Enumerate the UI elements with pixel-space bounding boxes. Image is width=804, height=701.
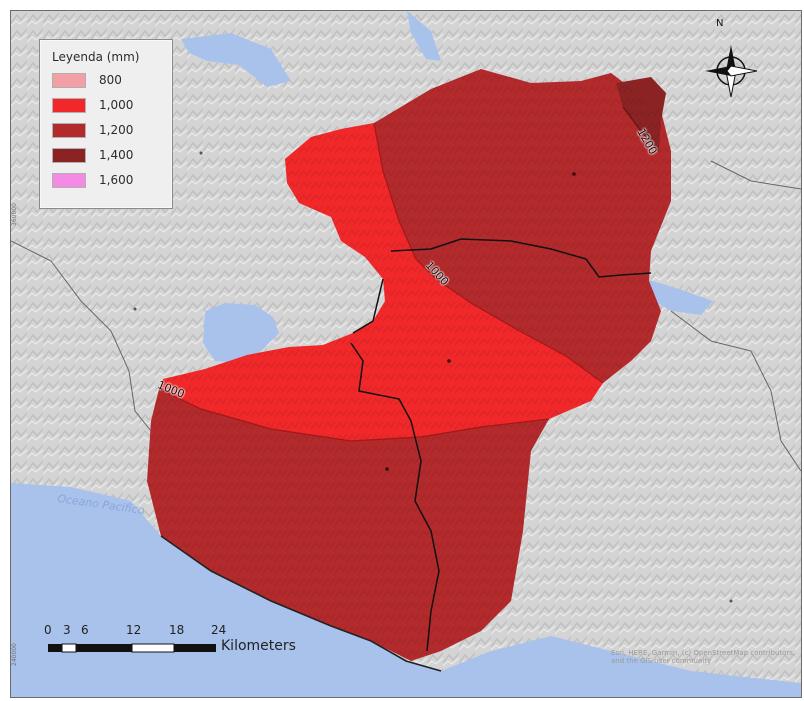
legend: Leyenda (mm) 800 1,000 1,200 1,400 1,600 bbox=[39, 39, 173, 209]
city-point bbox=[729, 599, 733, 603]
rainfall-map[interactable] bbox=[11, 11, 801, 697]
north-arrow bbox=[705, 45, 758, 98]
scale-tick-label: 3 bbox=[63, 623, 71, 637]
map-credits: Esri, HERE, Garmin, (c) OpenStreetMap co… bbox=[611, 649, 796, 665]
lake-east bbox=[646, 279, 713, 315]
coast-line bbox=[160, 535, 442, 672]
legend-item-1600: 1,600 bbox=[52, 173, 167, 189]
city-point bbox=[199, 151, 203, 155]
boundary-east bbox=[390, 238, 652, 278]
contour-1200 bbox=[622, 106, 660, 152]
legend-swatch bbox=[52, 173, 86, 188]
city-point bbox=[447, 359, 451, 363]
legend-label: 800 bbox=[99, 73, 122, 87]
river-northeast bbox=[407, 11, 441, 61]
scale-bar bbox=[48, 643, 216, 653]
city-point bbox=[572, 172, 576, 176]
boundary-grey-1 bbox=[11, 240, 152, 432]
boundary-west bbox=[352, 278, 384, 334]
boundary-central bbox=[350, 342, 440, 652]
legend-item-1200: 1,200 bbox=[52, 123, 167, 139]
legend-swatch bbox=[52, 123, 86, 138]
legend-label: 1,400 bbox=[99, 148, 134, 162]
city-point bbox=[385, 467, 389, 471]
legend-swatch bbox=[52, 98, 86, 113]
legend-label: 1,600 bbox=[99, 173, 134, 187]
legend-title: Leyenda (mm) bbox=[52, 50, 140, 64]
scale-tick-label: 0 bbox=[44, 623, 52, 637]
legend-label: 1,200 bbox=[99, 123, 134, 137]
legend-item-1000: 1,000 bbox=[52, 98, 167, 114]
legend-label: 1,000 bbox=[99, 98, 134, 112]
zone-texture bbox=[147, 69, 671, 661]
city-point bbox=[133, 307, 137, 311]
map-frame: Leyenda (mm) 800 1,000 1,200 1,400 1,600… bbox=[10, 10, 802, 698]
scale-tick-label: 18 bbox=[169, 623, 185, 637]
contour-1000-lower bbox=[158, 388, 550, 442]
legend-item-1400: 1,400 bbox=[52, 148, 167, 164]
legend-item-800: 800 bbox=[52, 73, 167, 89]
lake-west bbox=[203, 303, 279, 363]
lake-north bbox=[181, 33, 291, 87]
scale-unit: Kilometers bbox=[221, 638, 296, 654]
scale-tick-label: 24 bbox=[211, 623, 227, 637]
legend-swatch bbox=[52, 148, 86, 163]
legend-swatch bbox=[52, 73, 86, 88]
pacific-ocean bbox=[11, 483, 801, 697]
axis-label-top: 360000 bbox=[11, 203, 18, 226]
boundary-grey-2 bbox=[670, 310, 801, 472]
north-label: N bbox=[716, 18, 724, 29]
axis-label-bottom: 240000 bbox=[11, 643, 18, 666]
scale-tick-label: 12 bbox=[126, 623, 142, 637]
scale-tick-label: 6 bbox=[81, 623, 89, 637]
contour-1000-upper bbox=[373, 122, 604, 384]
boundary-grey-3 bbox=[710, 160, 801, 190]
